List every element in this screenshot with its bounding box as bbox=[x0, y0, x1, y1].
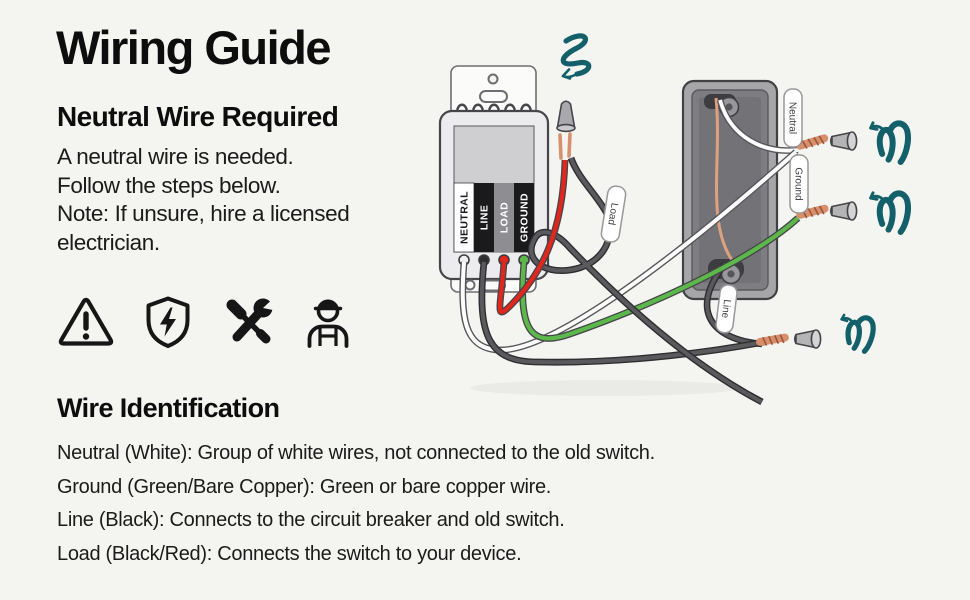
paragraph-line-1: A neutral wire is needed. bbox=[57, 144, 294, 169]
wire-id-load: Load (Black/Red): Connects the switch to… bbox=[57, 542, 522, 565]
twisted-splice-line bbox=[760, 334, 786, 346]
svg-text:Line: Line bbox=[719, 299, 732, 320]
wire-nut-load bbox=[556, 100, 576, 133]
wire-id-line: Line (Black): Connects to the circuit br… bbox=[57, 509, 565, 531]
neutral-required-paragraph: A neutral wire is needed. Follow the ste… bbox=[57, 143, 350, 257]
switch-wires bbox=[459, 132, 801, 406]
wire-nut-neutral bbox=[829, 131, 858, 151]
wire-id-neutral: Neutral (White): Group of white wires, n… bbox=[57, 442, 655, 464]
svg-text:Ground: Ground bbox=[793, 167, 804, 200]
neutral-required-heading: Neutral Wire Required bbox=[57, 101, 339, 132]
heat-sink-fins bbox=[455, 103, 533, 114]
wire-shadow bbox=[470, 380, 740, 396]
electrician-icon bbox=[307, 299, 349, 348]
twist-arrow-line-icon bbox=[839, 315, 875, 352]
terminal-label-line: LINE bbox=[479, 205, 491, 231]
safety-icons-row bbox=[58, 295, 353, 349]
wire-tag-line: Line bbox=[715, 284, 738, 334]
line-wire-from-box bbox=[705, 262, 763, 346]
shield-lightning-icon bbox=[146, 296, 190, 348]
wire-tag-neutral: Neutral bbox=[783, 88, 803, 148]
svg-text:Neutral: Neutral bbox=[787, 102, 798, 134]
wiring-diagram: NEUTRAL LINE LOAD GROUND Load Neutral Gr bbox=[438, 33, 970, 406]
terminal-label-load: LOAD bbox=[499, 202, 511, 233]
paragraph-line-2: Follow the steps below. bbox=[57, 172, 281, 198]
twist-arrow-ground-icon bbox=[871, 193, 908, 232]
twisted-splice-neutral bbox=[799, 135, 825, 149]
tools-icon bbox=[226, 295, 276, 344]
wire-tag-ground: Ground bbox=[789, 154, 809, 214]
paragraph-line-3: Note: If unsure, hire a licensed bbox=[57, 201, 350, 226]
load-wire-red bbox=[497, 159, 568, 314]
wire-tag-load: Load bbox=[600, 185, 627, 243]
twist-arrow-load-icon bbox=[560, 33, 592, 80]
terminal-label-ground: GROUND bbox=[519, 193, 531, 242]
wire-nut-line bbox=[793, 329, 822, 349]
wire-nut-ground bbox=[829, 201, 858, 221]
ground-wire-green bbox=[520, 216, 800, 341]
svg-text:Load: Load bbox=[605, 202, 619, 226]
twist-arrow-neutral-icon bbox=[871, 123, 908, 162]
bare-copper-wire bbox=[714, 97, 734, 261]
line-wire-black bbox=[479, 261, 765, 365]
paragraph-line-4: electrician. bbox=[57, 229, 160, 255]
wire-id-ground: Ground (Green/Bare Copper): Green or bar… bbox=[57, 475, 552, 498]
page-title: Wiring Guide bbox=[56, 21, 332, 74]
warning-triangle-icon bbox=[58, 297, 114, 346]
in-box-wires bbox=[703, 97, 799, 348]
smart-switch-back: NEUTRAL LINE LOAD GROUND bbox=[438, 65, 550, 293]
junction-box bbox=[681, 79, 779, 301]
terminal-label-neutral: NEUTRAL bbox=[459, 191, 471, 244]
wire-identification-heading: Wire Identification bbox=[57, 393, 280, 423]
stripped-wire-tips bbox=[558, 132, 572, 160]
wire-identification-list: Neutral (White): Group of white wires, n… bbox=[57, 437, 655, 571]
neutral-wire-white bbox=[460, 150, 798, 353]
neutral-wire-from-box bbox=[718, 99, 799, 153]
